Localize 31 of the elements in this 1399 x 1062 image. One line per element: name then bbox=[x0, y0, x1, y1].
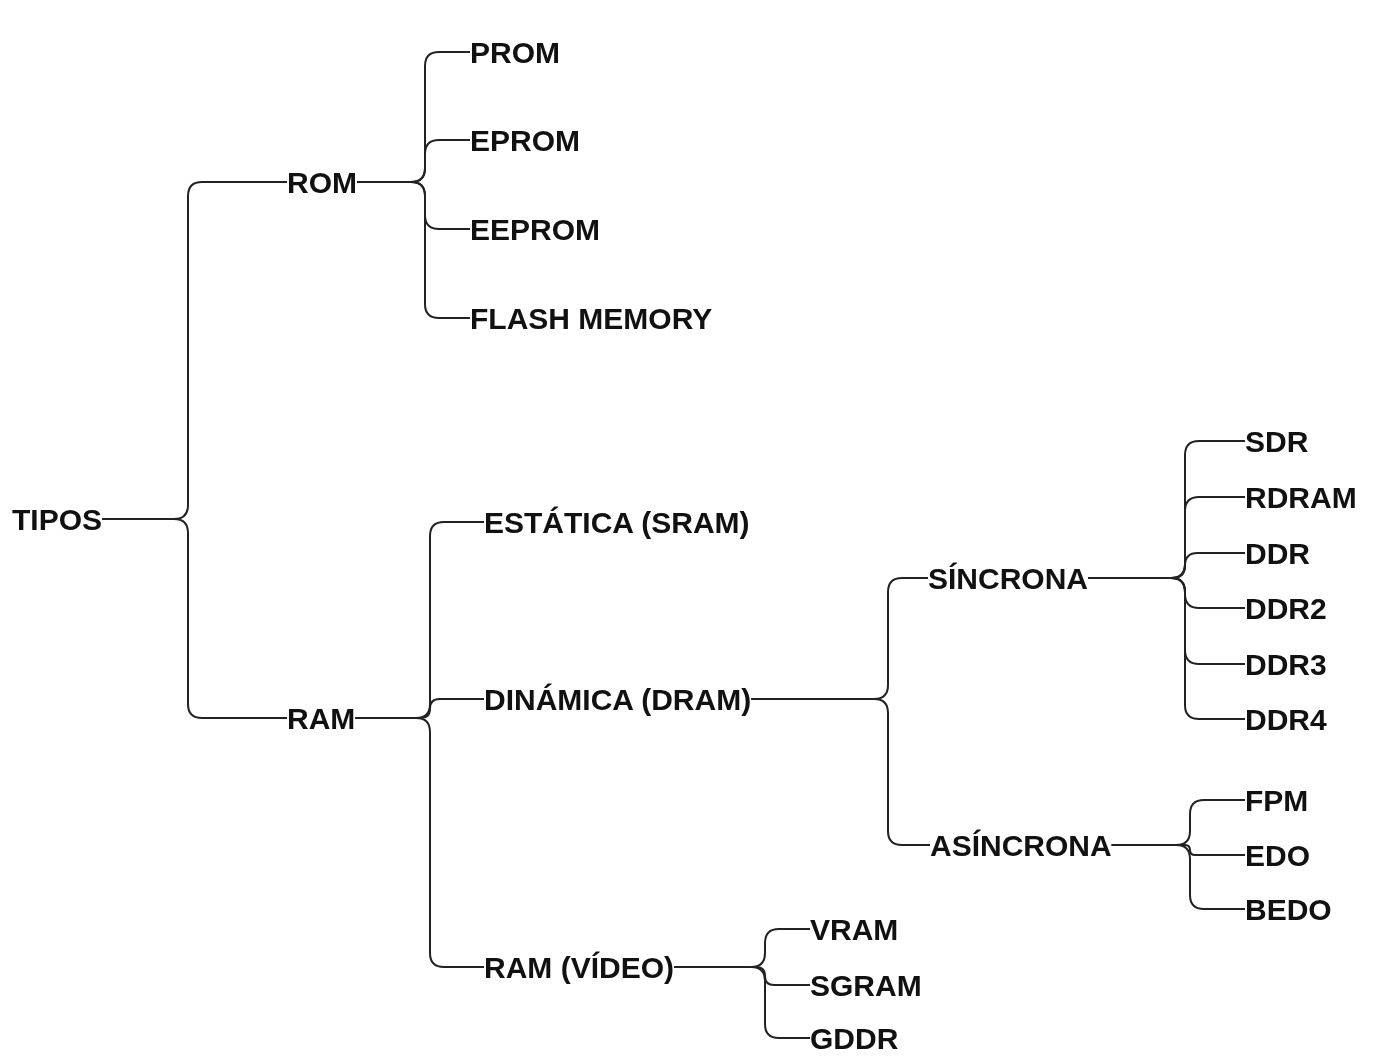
category-label: DDR4 bbox=[1245, 702, 1327, 736]
category-label: BEDO bbox=[1245, 892, 1332, 926]
brace-line bbox=[673, 966, 811, 1039]
category-label: SGRAM bbox=[810, 968, 922, 1002]
brace-line bbox=[750, 698, 931, 846]
category-label: TIPOS bbox=[12, 502, 102, 536]
category-label: DDR2 bbox=[1245, 591, 1327, 625]
category-label: ROM bbox=[287, 165, 357, 199]
category-label: DINÁMICA (DRAM) bbox=[484, 682, 752, 716]
category-label: ASÍNCRONA bbox=[930, 828, 1112, 862]
category-label: RDRAM bbox=[1245, 480, 1357, 514]
category-label: DDR3 bbox=[1245, 647, 1327, 681]
category-label: RAM bbox=[287, 701, 356, 735]
category-label: EPROM bbox=[470, 123, 580, 157]
brace-line bbox=[1110, 844, 1246, 910]
category-label: SDR bbox=[1245, 424, 1309, 458]
category-label: SÍNCRONA bbox=[928, 561, 1088, 595]
brace-line bbox=[354, 717, 485, 968]
brace-line bbox=[101, 518, 288, 719]
category-label: ESTÁTICA (SRAM) bbox=[484, 505, 750, 539]
category-label: VRAM bbox=[810, 912, 899, 946]
category-label: PROM bbox=[470, 35, 560, 69]
category-label: EDO bbox=[1245, 838, 1310, 872]
category-label: DDR bbox=[1245, 536, 1310, 570]
category-label: FLASH MEMORY bbox=[470, 301, 713, 335]
category-label: RAM (VÍDEO) bbox=[484, 950, 674, 984]
category-label: FPM bbox=[1245, 783, 1309, 817]
category-label: EEPROM bbox=[470, 212, 601, 246]
brace-line bbox=[1087, 577, 1246, 720]
category-label: GDDR bbox=[810, 1021, 899, 1055]
brace-line bbox=[356, 181, 471, 319]
